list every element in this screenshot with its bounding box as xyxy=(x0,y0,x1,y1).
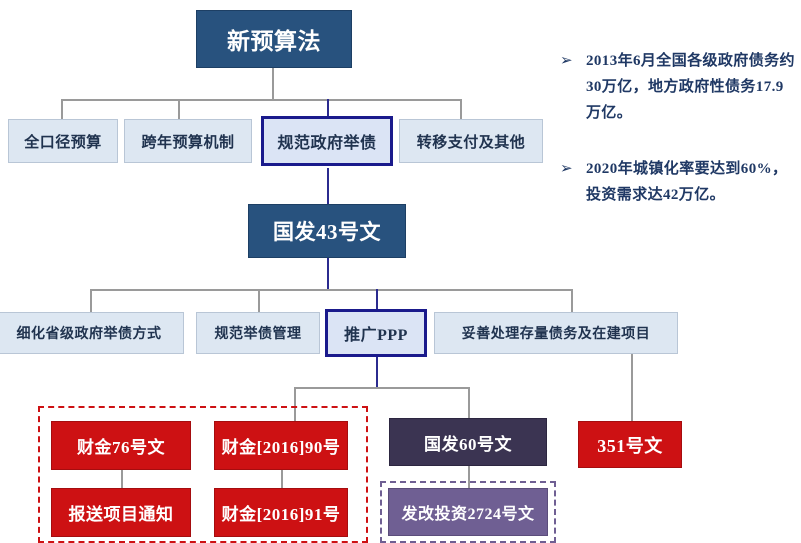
connector-ppp-down xyxy=(376,354,378,388)
connector-purple-pair xyxy=(468,466,470,488)
connector-level4-drop-3 xyxy=(376,289,378,312)
node-level4-handle-existing-debt[interactable]: 妥善处理存量债务及在建项目 xyxy=(434,312,678,354)
connector-red-pair-left xyxy=(121,470,123,488)
note-item: ➢ 2020年城镇化率要达到60%，投资需求达42万亿。 xyxy=(560,156,798,208)
node-level2-cross-year-budget-mechanism[interactable]: 跨年预算机制 xyxy=(124,119,252,163)
connector-level3-down xyxy=(327,258,329,290)
node-doc-fagai-touzi-2724[interactable]: 发改投资2724号文 xyxy=(388,488,548,536)
connector-doc-drop-right xyxy=(468,387,470,421)
node-level2-regulate-government-borrowing[interactable]: 规范政府举债 xyxy=(261,116,393,166)
connector-level4-bus xyxy=(90,289,572,291)
node-level4-regulate-borrowing-management[interactable]: 规范举债管理 xyxy=(196,312,320,354)
connector-level4-drop-1 xyxy=(90,289,92,312)
node-doc-caijin-2016-90[interactable]: 财金[2016]90号 xyxy=(214,421,348,470)
connector-title-down xyxy=(272,68,274,100)
connector-level2-drop-2 xyxy=(178,99,180,120)
connector-red-pair-right xyxy=(281,470,283,488)
connector-level2-drop-1 xyxy=(61,99,63,120)
note-text: 2013年6月全国各级政府债务约30万亿，地方政府性债务17.9万亿。 xyxy=(586,53,795,121)
note-text: 2020年城镇化率要达到60%，投资需求达42万亿。 xyxy=(586,161,788,203)
node-level2-full-caliber-budget[interactable]: 全口径预算 xyxy=(8,119,118,163)
node-level2-transfer-payments-and-others[interactable]: 转移支付及其他 xyxy=(399,119,543,163)
node-title-new-budget-law[interactable]: 新预算法 xyxy=(196,10,352,68)
node-doc-caijin-76[interactable]: 财金76号文 xyxy=(51,421,191,470)
node-doc-caijin-2016-91[interactable]: 财金[2016]91号 xyxy=(214,488,348,537)
connector-level2-bus xyxy=(61,99,461,101)
note-item: ➢ 2013年6月全国各级政府债务约30万亿，地方政府性债务17.9万亿。 xyxy=(560,48,798,126)
connector-level2-drop-4 xyxy=(460,99,462,120)
node-doc-351[interactable]: 351号文 xyxy=(578,421,682,468)
bullet-arrow-icon: ➢ xyxy=(560,161,573,177)
node-level4-refine-provincial-borrowing[interactable]: 细化省级政府举债方式 xyxy=(0,312,184,354)
node-doc-guofa-60[interactable]: 国发60号文 xyxy=(389,418,547,466)
connector-to-351 xyxy=(631,354,633,421)
connector-documents-bus xyxy=(294,387,470,389)
bullet-arrow-icon: ➢ xyxy=(560,53,573,69)
connector-level4-drop-4 xyxy=(571,289,573,312)
red-documents-frame xyxy=(38,406,368,543)
notes-panel: ➢ 2013年6月全国各级政府债务约30万亿，地方政府性债务17.9万亿。 ➢ … xyxy=(560,48,798,238)
connector-level4-drop-2 xyxy=(258,289,260,312)
node-doc-project-submission-notice[interactable]: 报送项目通知 xyxy=(51,488,191,537)
node-level3-guofa-43[interactable]: 国发43号文 xyxy=(248,204,406,258)
connector-level2-to-level3 xyxy=(327,168,329,204)
purple-documents-frame xyxy=(380,481,556,543)
connector-doc-drop-left xyxy=(294,387,296,424)
node-level4-promote-ppp[interactable]: 推广PPP xyxy=(325,309,427,357)
connector-level2-drop-3 xyxy=(327,99,329,120)
